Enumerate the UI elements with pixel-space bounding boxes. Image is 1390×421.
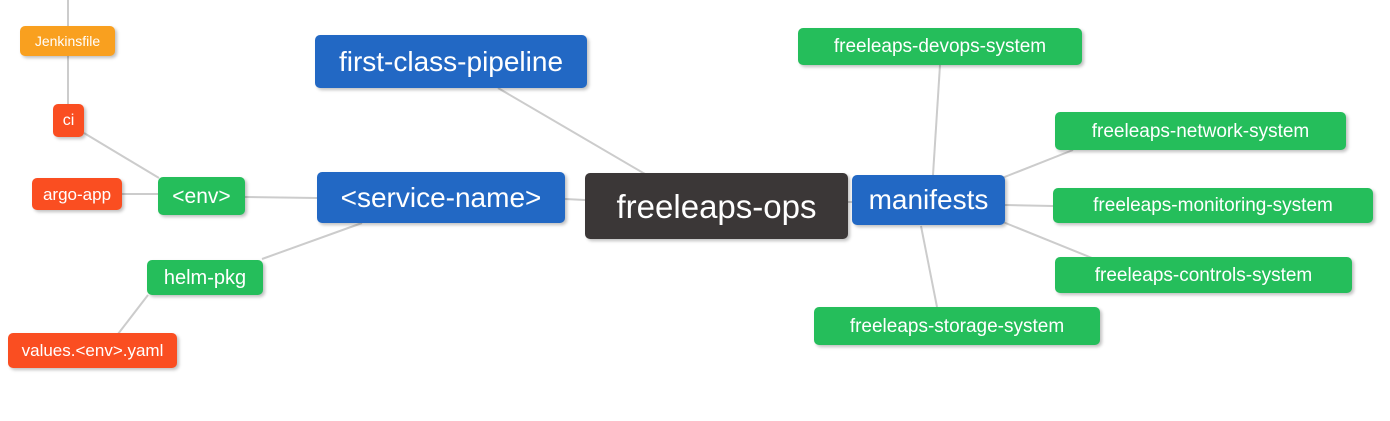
edge-manifests-devops-system [932, 64, 941, 176]
node-freeleaps-storage-system[interactable]: freeleaps-storage-system [814, 307, 1100, 345]
node-first-class-pipeline[interactable]: first-class-pipeline [315, 35, 587, 88]
edge-service-name-freeleaps-ops [564, 198, 586, 201]
node-env[interactable]: <env> [158, 177, 245, 215]
edge-first-class-pipeline-freeleaps-ops [497, 87, 646, 175]
node-helm-pkg[interactable]: helm-pkg [147, 260, 263, 295]
node-ci[interactable]: ci [53, 104, 84, 137]
node-freeleaps-monitoring-system[interactable]: freeleaps-monitoring-system [1053, 188, 1373, 223]
edge-manifests-monitoring-system [1004, 204, 1054, 207]
edge-manifests-controls-system [1002, 221, 1093, 259]
node-freeleaps-ops[interactable]: freeleaps-ops [585, 173, 848, 239]
node-freeleaps-controls-system[interactable]: freeleaps-controls-system [1055, 257, 1352, 293]
edge-service-name-helm-pkg [261, 222, 363, 260]
edge-ci-env [83, 132, 160, 179]
edge-manifests-network-system [996, 149, 1074, 181]
node-service-name[interactable]: <service-name> [317, 172, 565, 223]
node-jenkinsfile[interactable]: Jenkinsfile [20, 26, 115, 56]
node-values-env-yaml[interactable]: values.<env>.yaml [8, 333, 177, 368]
node-freeleaps-devops-system[interactable]: freeleaps-devops-system [798, 28, 1082, 65]
edge-env-service-name [244, 196, 318, 199]
edge-helm-pkg-values-env-yaml [117, 294, 149, 335]
edge-manifests-storage-system [920, 225, 938, 308]
node-freeleaps-network-system[interactable]: freeleaps-network-system [1055, 112, 1346, 150]
node-manifests[interactable]: manifests [852, 175, 1005, 225]
node-argo-app[interactable]: argo-app [32, 178, 122, 210]
